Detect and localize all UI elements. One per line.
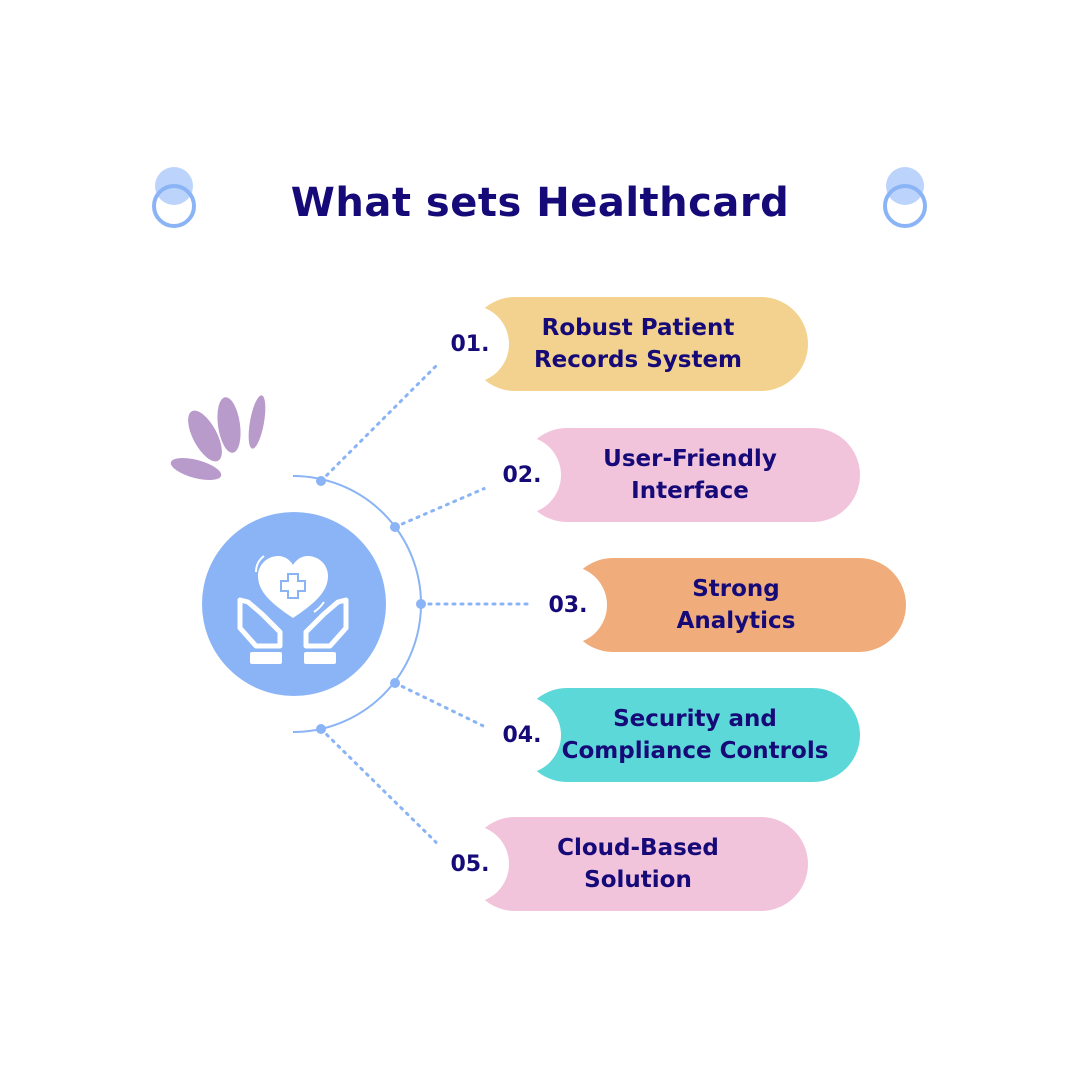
feature-item-5: 05. Cloud-Based Solution (431, 817, 808, 911)
feature-label: Cloud-Based Solution (508, 817, 768, 911)
feature-item-3: 03. Strong Analytics (529, 558, 906, 652)
feature-label: Strong Analytics (606, 558, 866, 652)
feature-label-line-1: Security and (613, 706, 777, 732)
feature-label-line-1: Robust Patient (541, 315, 735, 341)
connector-nodes (316, 476, 426, 734)
page-title: What sets Healthcard (290, 180, 790, 226)
feature-number: 04. (502, 722, 542, 748)
feature-number: 05. (450, 851, 490, 877)
feature-number: 01. (450, 331, 490, 357)
feature-number-badge: 05. (431, 825, 509, 903)
feature-label: User-Friendly Interface (560, 428, 820, 522)
feature-label-line-1: User-Friendly (603, 446, 777, 472)
feature-label-line-1: Cloud-Based (557, 835, 719, 861)
ring-decoration-left (152, 167, 196, 228)
feature-number-badge: 03. (529, 566, 607, 644)
leaf-decoration (170, 395, 266, 480)
feature-number-badge: 01. (431, 305, 509, 383)
feature-number-badge: 04. (483, 696, 561, 774)
feature-label-line-2: Records System (533, 347, 743, 373)
feature-number: 03. (548, 592, 588, 618)
ring-decoration-right (883, 167, 927, 228)
feature-label-line-2: Compliance Controls (561, 738, 829, 764)
feature-item-4: 04. Security and Compliance Controls (483, 688, 860, 782)
heart-hands-icon (237, 555, 349, 664)
feature-label: Security and Compliance Controls (550, 688, 840, 782)
feature-number: 02. (502, 462, 542, 488)
feature-number-badge: 02. (483, 436, 561, 514)
feature-label-line-2: Interface (631, 478, 749, 504)
feature-label-line-2: Analytics (676, 608, 796, 634)
feature-label-line-2: Solution (584, 867, 692, 893)
feature-item-2: 02. User-Friendly Interface (483, 428, 860, 522)
feature-label: Robust Patient Records System (508, 297, 768, 391)
feature-item-1: 01. Robust Patient Records System (431, 297, 808, 391)
feature-label-line-1: Strong (692, 576, 780, 602)
